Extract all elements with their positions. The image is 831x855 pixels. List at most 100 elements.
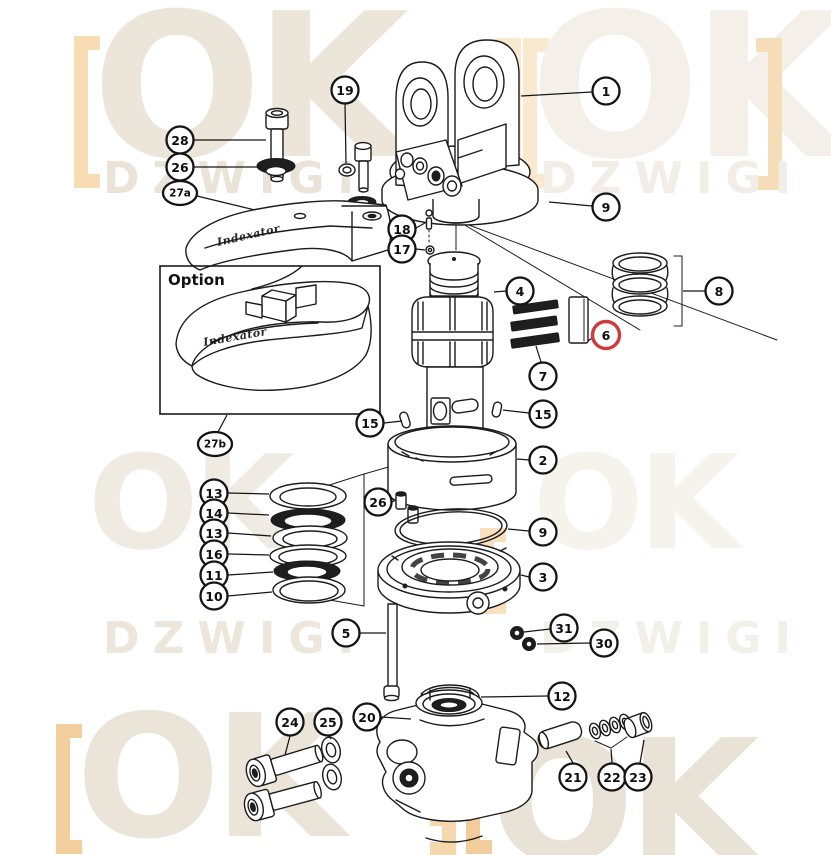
callout-28[interactable]: 28 — [165, 125, 267, 155]
leader-line — [227, 492, 270, 495]
callout-8[interactable]: 8 — [683, 276, 734, 306]
balloon-circle[interactable] — [528, 562, 558, 592]
balloon-circle[interactable] — [196, 430, 234, 458]
balloon-circle[interactable] — [528, 361, 558, 391]
balloon-circle[interactable] — [363, 487, 393, 517]
watermark-dzwigi: DZWIGI — [103, 153, 367, 204]
balloon-number: 27b — [204, 439, 227, 451]
balloon-circle[interactable] — [352, 702, 382, 732]
callout-23[interactable]: 23 — [623, 739, 653, 792]
watermark-ok: OK — [88, 427, 294, 579]
balloon-circle[interactable] — [528, 399, 558, 429]
leader-line — [493, 290, 507, 293]
leader-line — [502, 409, 530, 414]
callout-1[interactable]: 1 — [520, 76, 621, 106]
balloon-number: 3 — [539, 570, 548, 585]
balloon-circle[interactable] — [704, 276, 734, 306]
callout-22[interactable]: 22 — [597, 748, 627, 792]
callout-4[interactable]: 4 — [493, 276, 535, 306]
balloon-number: 15 — [361, 416, 378, 431]
callout-21[interactable]: 21 — [558, 750, 588, 792]
balloon-circle[interactable] — [355, 408, 385, 438]
callout-9-top[interactable]: 9 — [548, 192, 621, 222]
balloon-circle[interactable] — [331, 618, 361, 648]
callout-5[interactable]: 5 — [331, 618, 387, 648]
balloon-circle[interactable] — [528, 445, 558, 475]
part-26-fasteners-mid — [395, 491, 419, 524]
balloon-circle[interactable] — [623, 762, 653, 792]
balloon-circle[interactable] — [547, 681, 577, 711]
watermark-bracket — [523, 38, 549, 188]
callout-12[interactable]: 12 — [480, 681, 577, 711]
balloon-circle[interactable] — [199, 581, 229, 611]
callout-27a[interactable]: 27a — [161, 179, 256, 211]
leader-line — [284, 735, 291, 756]
leader-line — [520, 91, 593, 97]
balloon-number: 12 — [553, 689, 570, 704]
balloon-number: 22 — [603, 770, 620, 785]
balloon-circle[interactable] — [275, 707, 305, 737]
callout-17[interactable]: 17 — [387, 234, 426, 264]
balloon-circle[interactable] — [161, 179, 199, 207]
balloon-circle[interactable] — [591, 192, 621, 222]
part-6-pin — [568, 296, 589, 344]
callout-25[interactable]: 25 — [313, 707, 343, 740]
callout-2[interactable]: 2 — [516, 445, 558, 475]
option-box-label: Option — [168, 271, 225, 289]
part-27b-frame: Indexator — [175, 280, 372, 392]
callout-24[interactable]: 24 — [275, 707, 305, 756]
balloon-number: 14 — [205, 506, 223, 521]
balloon-number: 31 — [555, 621, 572, 636]
callout-18[interactable]: 18 — [387, 214, 426, 244]
balloon-number: 15 — [534, 407, 551, 422]
balloon-circle[interactable] — [591, 76, 621, 106]
callout-7[interactable]: 7 — [528, 345, 558, 391]
balloon-circle[interactable] — [330, 75, 360, 105]
balloon-number: 9 — [539, 525, 548, 540]
callout-15-left[interactable]: 15 — [355, 408, 403, 438]
part-17-ball — [425, 245, 435, 255]
balloon-number: 30 — [595, 636, 613, 651]
callout-31[interactable]: 31 — [523, 613, 579, 643]
balloon-circle[interactable] — [505, 276, 535, 306]
part-15-pins — [399, 401, 503, 429]
balloon-circle[interactable] — [549, 613, 579, 643]
leader-line — [391, 499, 397, 503]
balloon-circle[interactable] — [558, 762, 588, 792]
balloon-circle[interactable] — [528, 517, 558, 547]
balloon-circle[interactable] — [590, 319, 622, 351]
part-19-screw — [338, 141, 377, 208]
leader-line — [380, 716, 412, 720]
balloon-number: 25 — [319, 715, 336, 730]
callout-27b[interactable]: 27b — [196, 414, 234, 458]
part-30-nut — [522, 637, 536, 651]
callout-9-mid[interactable]: 9 — [507, 517, 558, 547]
part-27a-frame: Indexator — [185, 200, 392, 271]
balloon-number: 21 — [564, 770, 581, 785]
callout-19[interactable]: 19 — [330, 75, 360, 164]
part-18-pin — [425, 209, 433, 230]
balloon-number: 11 — [205, 568, 222, 583]
part-5-rod — [383, 603, 400, 702]
balloon-number: 5 — [342, 626, 351, 641]
balloon-circle[interactable] — [387, 234, 417, 264]
callout-3[interactable]: 3 — [520, 562, 558, 592]
leader-line — [415, 248, 426, 251]
callout-26-mid[interactable]: 26 — [363, 487, 397, 517]
callout-20[interactable]: 20 — [352, 702, 412, 732]
part-23-bushing — [623, 711, 653, 739]
leader-line — [227, 532, 272, 537]
callout-30[interactable]: 30 — [536, 628, 619, 658]
balloon-circle[interactable] — [589, 628, 619, 658]
leader-line — [227, 571, 274, 576]
callout-10[interactable]: 10 — [199, 581, 273, 611]
balloon-circle[interactable] — [313, 707, 343, 737]
callout-26-top[interactable]: 26 — [165, 152, 261, 182]
callout-13-mid[interactable]: 13 — [199, 518, 272, 548]
leader-line — [227, 591, 273, 597]
callout-15-right[interactable]: 15 — [502, 399, 558, 429]
callout-6[interactable]: 6 — [587, 319, 622, 351]
part-8-seal-kit — [611, 252, 669, 317]
